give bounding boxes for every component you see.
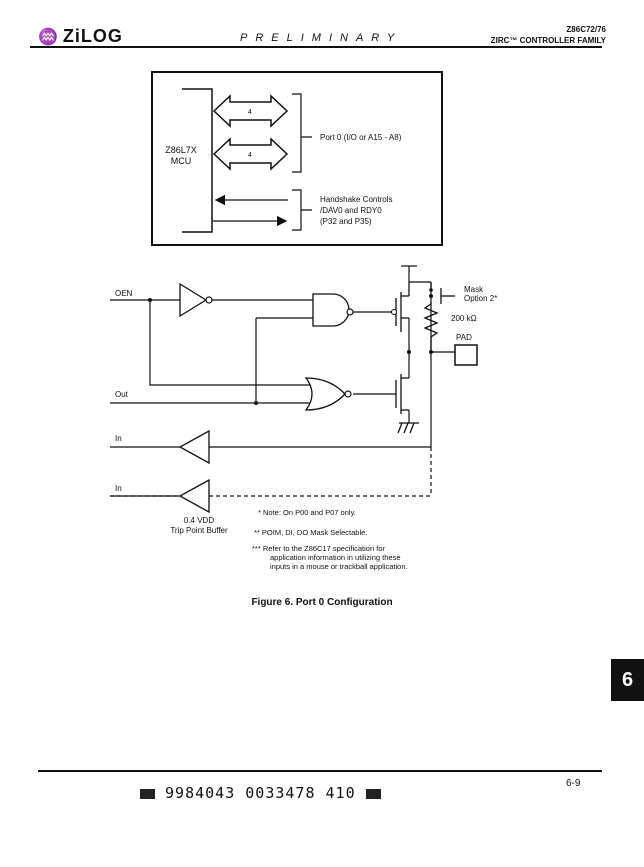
mask-label-1: Mask [464,285,484,294]
bus-arrow-1 [212,94,289,128]
footer-rule [38,770,602,772]
mcu-label-line2: MCU [171,156,192,166]
mask-option-switch [430,282,455,304]
pullup-resistor [423,303,439,352]
zilog-logo: ♒ZiLOG [38,26,123,47]
port0-figure: Z86L7X MCU 4 4 Port 0 (I/O or A15 - A8) … [110,71,497,571]
oen-inverter-triangle [179,282,208,318]
note-2: ** POIM, DI, DO Mask Selectable. [254,528,367,537]
buffer-label-1: 0.4 VDD [184,516,214,525]
nor-bubble [344,390,352,398]
pad-label: PAD [456,333,472,342]
input-buffer-2 [178,478,210,514]
mcu-outline [182,88,213,233]
note-3-line3: inputs in a mouse or trackball applicati… [270,562,408,571]
zilog-logo-icon: ♒ [38,29,59,46]
oen-inverter-bubble [205,296,213,304]
barcode: 9984043 0033478 410 [140,784,381,802]
nmos-transistor [395,374,409,414]
barcode-text: 9984043 0033478 410 [165,784,356,802]
in-label-2: In [115,484,122,493]
in-label-1: In [115,434,122,443]
port0-label: Port 0 (I/O or A15 - A8) [320,133,402,142]
oen-label: OEN [115,289,133,298]
out-label: Out [115,390,129,399]
preliminary-label: PRELIMINARY [240,32,403,44]
bus-arrow-2 [212,137,289,171]
note-3-line2: application information in utilizing the… [270,553,401,562]
nand-gate [312,293,350,327]
bus-width-1: 4 [248,109,252,116]
header-rule [30,46,602,48]
product-family: ZIRC™ CONTROLLER FAMILY [490,36,606,45]
block-diagram-frame [151,71,443,246]
nor-gate [304,377,346,411]
pad-box [454,344,478,366]
pmos-transistor [395,282,410,332]
junction-dots [148,294,433,405]
handshake-line1: Handshake Controls [320,195,392,204]
nand-bubble [346,308,354,316]
pmos-gate-bubble [391,309,397,315]
logo-text: ZiLOG [62,26,123,46]
section-tab: 6 [611,659,644,701]
barcode-block-left-icon [140,788,155,799]
resistor-label: 200 kΩ [451,314,477,323]
switch-contact [429,288,433,292]
input-buffer-1 [178,429,210,465]
mcu-label-line1: Z86L7X [165,145,197,155]
mask-label-2: Option 2* [464,294,497,303]
port0-bracket [292,93,312,173]
figure-caption: Figure 6. Port 0 Configuration [251,597,393,608]
model-number: Z86C72/76 [566,25,606,34]
note-3-line1: *** Refer to the Z86C17 specification fo… [252,544,385,553]
bus-width-2: 4 [248,152,252,159]
buffer-label-2: Trip Point Buffer [170,526,228,535]
barcode-block-right-icon [365,788,381,799]
schematic-wires [110,265,455,497]
ground-icon [397,422,419,434]
handshake-line2: /DAV0 and RDY0 [320,206,382,215]
handshake-line3: (P32 and P35) [320,217,372,226]
page-number: 6-9 [566,778,581,789]
note-1: * Note: On P00 and P07 only. [258,508,356,517]
handshake-bracket [292,189,312,231]
